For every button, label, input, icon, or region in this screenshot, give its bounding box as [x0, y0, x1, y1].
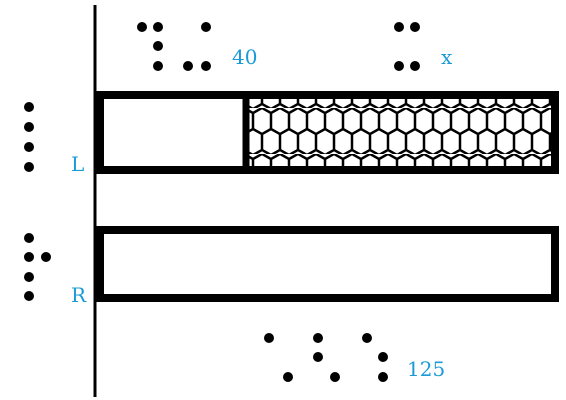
braille-bottom-value: [264, 333, 388, 382]
bar-l-shaded-segment: [248, 99, 551, 166]
braille-row-r: [24, 233, 51, 301]
top-value-label: 40: [232, 45, 257, 69]
braille-top-variable: [394, 22, 420, 71]
top-variable-label: x: [441, 45, 453, 69]
row-r-label: R: [71, 283, 87, 307]
bar-r: [100, 230, 555, 298]
row-l-label: L: [71, 152, 84, 176]
bar-l: [100, 95, 555, 170]
braille-top-value: [137, 22, 211, 71]
bottom-value-label: 125: [407, 357, 445, 381]
braille-row-l: [24, 102, 34, 172]
